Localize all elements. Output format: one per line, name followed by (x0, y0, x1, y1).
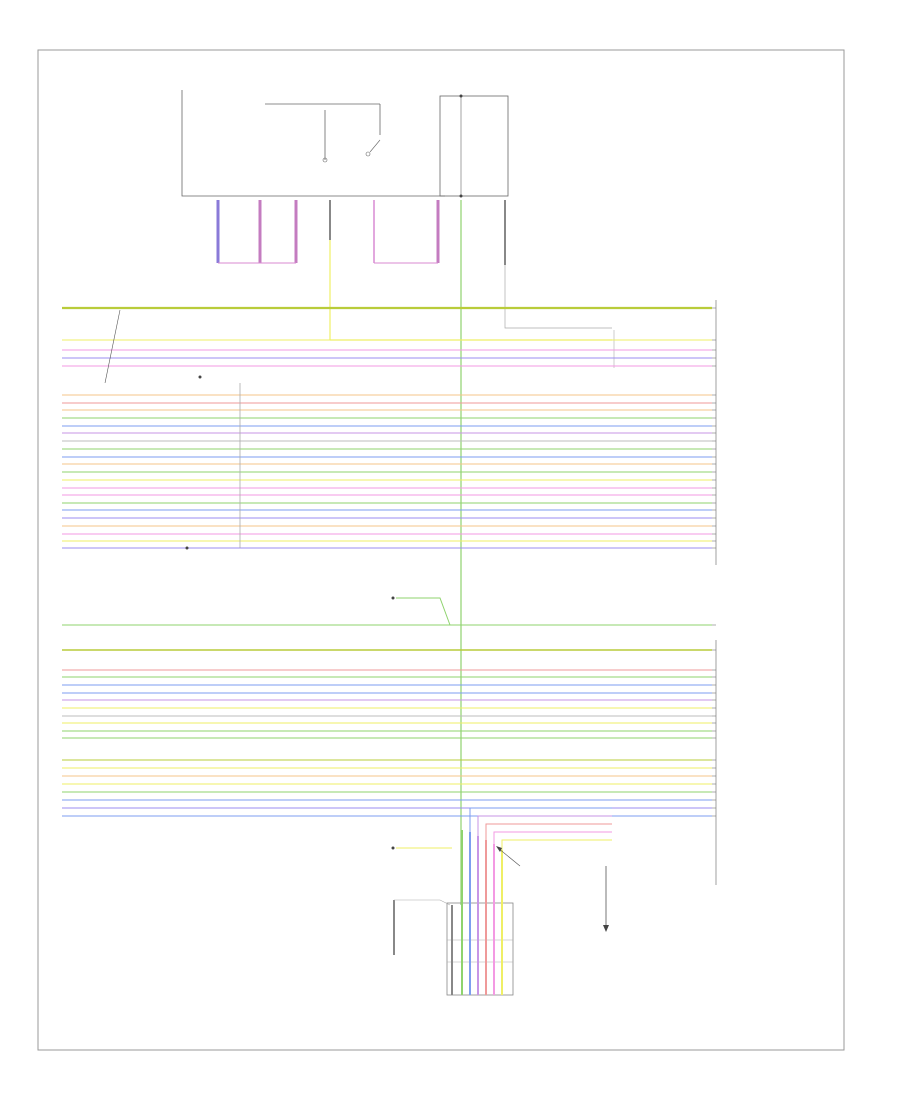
fuse-relay-box (181, 90, 509, 198)
harness-feeder-1 (469, 807, 612, 905)
bottom-connector (393, 830, 609, 996)
wire-group (62, 306, 716, 905)
right-connector-bus (613, 300, 717, 885)
diagram-frame (37, 49, 845, 1051)
harness-feeder-3 (485, 823, 612, 905)
harness-feeder-5 (501, 839, 612, 905)
splice-points (104, 309, 452, 850)
harness-feeder-2 (477, 815, 612, 905)
harness-feeder-4 (493, 831, 612, 905)
connector-bundles (216, 200, 612, 905)
